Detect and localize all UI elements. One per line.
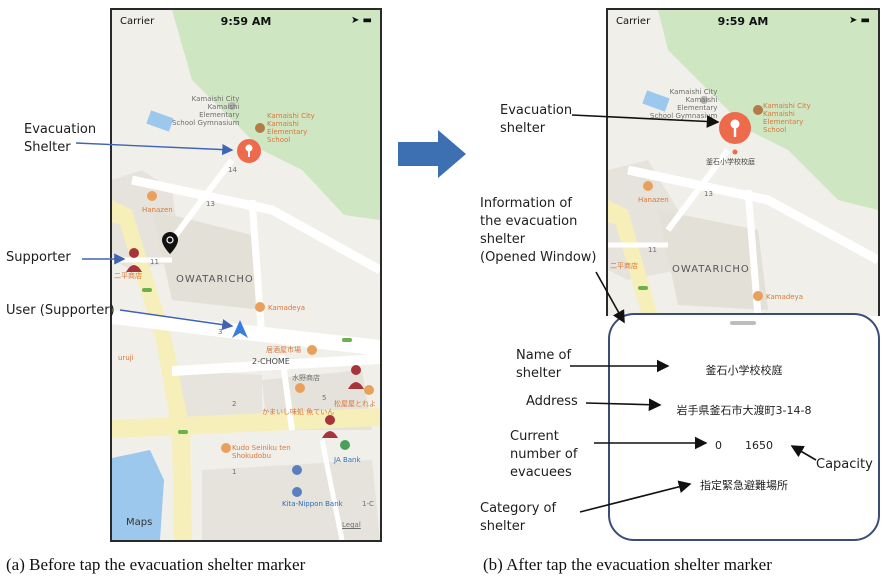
annotation-evacuation-shelter-b: Evacuation shelter	[500, 103, 573, 136]
school-poi-icon	[255, 123, 265, 133]
restaurant-poi-icon	[364, 385, 374, 395]
map-label-num: 3	[218, 328, 223, 336]
map-label-nisen: 二平商店	[610, 262, 638, 270]
annotation-info-window: Information of the evacuation shelter (O…	[480, 196, 597, 265]
map-label-gym: Kamaishi City Kamaishi Elementary School…	[650, 88, 718, 120]
map-label-matsuya: 松屋屋とれよ	[334, 400, 376, 408]
map-label-fishing: 居酒屋市場	[266, 346, 301, 354]
map-label-hanazen: Hanazen	[638, 196, 669, 204]
apple-maps-logo: Maps	[126, 517, 153, 528]
supporter-icon[interactable]	[126, 248, 142, 272]
map-label-num: 2	[232, 400, 237, 408]
carrier-label: Carrier	[120, 16, 155, 27]
map-label-num: 13	[704, 190, 713, 198]
caption-b: (b) After tap the evacuation shelter mar…	[483, 555, 772, 574]
status-bar: Carrier 9:59 AM ➤ ▬	[608, 10, 878, 32]
capacity-value: 1650	[745, 439, 773, 452]
map-label-hanazen: Hanazen	[142, 206, 173, 214]
annotation-supporter: Supporter	[6, 250, 71, 265]
annotation-category: Category of shelter	[480, 501, 557, 534]
map-label-kamadeya: Kamadeya	[766, 293, 804, 301]
map-label-num: 13	[206, 200, 215, 208]
selected-shelter-marker[interactable]	[719, 112, 751, 155]
supporter-icon[interactable]	[348, 365, 364, 389]
map-label-kamadeya: Kamadeya	[268, 304, 306, 312]
shelter-category-value: 指定緊急避難場所	[700, 479, 788, 492]
map-label-kudo: Kudo Seiniku ten Shokudobu	[232, 444, 291, 460]
phone-screen-before: Carrier 9:59 AM ➤ ▬ Kamaishi City Kamais…	[110, 8, 382, 542]
map-label-mizuno: 水野商店	[292, 374, 320, 382]
map-label-chome: 2-CHOME	[252, 357, 290, 366]
annotation-current-number: Current number of evacuees	[510, 429, 578, 480]
gym-poi-icon	[700, 96, 708, 104]
status-bar: Carrier 9:59 AM ➤ ▬	[112, 10, 380, 32]
map-label-num: 11	[150, 258, 159, 266]
map-label-uruji: uruji	[118, 354, 134, 362]
restaurant-poi-icon	[221, 443, 231, 453]
sheet-drag-handle[interactable]	[730, 321, 756, 325]
clock-time: 9:59 AM	[220, 15, 272, 28]
restaurant-poi-icon	[147, 191, 157, 201]
phone-screen-after: Carrier 9:59 AM ➤ ▬ Kamaishi City Kamais…	[606, 8, 880, 316]
map-label-school: Kamaishi City Kamaishi Elementary School	[267, 112, 315, 144]
shelter-occupancy: 0 1650	[610, 439, 878, 452]
restaurant-poi-icon	[307, 345, 317, 355]
annotation-evacuation-shelter-a: Evacuation Shelter	[24, 122, 97, 155]
map-label-kita-bank: Kita-Nippon Bank	[282, 500, 343, 508]
bank-poi-icon	[292, 465, 302, 475]
bank-poi-icon	[340, 440, 350, 450]
marker-title: 釜石小学校校庭	[706, 158, 755, 166]
map-label-num: 14	[228, 166, 237, 174]
restaurant-poi-icon	[295, 383, 305, 393]
map-label-owaricho: OWATARICHO	[672, 264, 750, 275]
map-label-num: 1	[232, 468, 237, 476]
annotation-name-of-shelter: Name of shelter	[516, 348, 572, 381]
gym-poi-icon	[228, 102, 236, 110]
map-label-kamaishi-shop: かまいし味処 魚ていん	[262, 408, 335, 416]
bank-poi-icon	[292, 487, 302, 497]
map-label-ja-bank: JA Bank	[334, 456, 361, 464]
map-label-num: 11	[648, 246, 657, 254]
school-poi-icon	[753, 105, 763, 115]
map-label-1c: 1-C	[362, 500, 374, 508]
caption-a: (a) Before tap the evacuation shelter ma…	[6, 555, 306, 574]
shelter-info-window[interactable]: 釜石小学校校庭 岩手県釜石市大渡町3-14-8 0 1650 指定緊急避難場所	[608, 313, 880, 541]
shelter-address-value: 岩手県釜石市大渡町3-14-8	[676, 404, 812, 417]
restaurant-poi-icon	[643, 181, 653, 191]
restaurant-poi-icon	[255, 302, 265, 312]
annotation-capacity: Capacity	[816, 457, 873, 472]
legal-link[interactable]: Legal	[342, 521, 361, 529]
restaurant-poi-icon	[753, 291, 763, 301]
battery-icon: ➤ ▬	[848, 15, 870, 26]
map-after[interactable]	[608, 10, 878, 316]
battery-icon: ➤ ▬	[350, 15, 372, 26]
carrier-label: Carrier	[616, 16, 651, 27]
clock-time: 9:59 AM	[717, 15, 769, 28]
map-label-gym: Kamaishi City Kamaishi Elementary School…	[172, 95, 240, 127]
evacuation-shelter-marker[interactable]	[237, 139, 261, 163]
current-evacuees-value: 0	[715, 439, 722, 452]
transition-arrow-icon	[398, 130, 466, 178]
annotation-user-supporter: User (Supporter)	[6, 303, 115, 318]
user-location-arrow-icon	[232, 320, 248, 338]
map-label-owaricho: OWATARICHO	[176, 274, 254, 285]
wheelchair-marker-icon[interactable]	[162, 232, 178, 254]
map-label-nisen: 二平商店	[114, 272, 142, 280]
shelter-name-value: 釜石小学校校庭	[705, 364, 783, 377]
annotation-address: Address	[526, 394, 578, 409]
supporter-icon[interactable]	[322, 415, 338, 438]
map-label-num: 5	[322, 394, 327, 402]
map-label-school: Kamaishi City Kamaishi Elementary School	[763, 102, 811, 134]
